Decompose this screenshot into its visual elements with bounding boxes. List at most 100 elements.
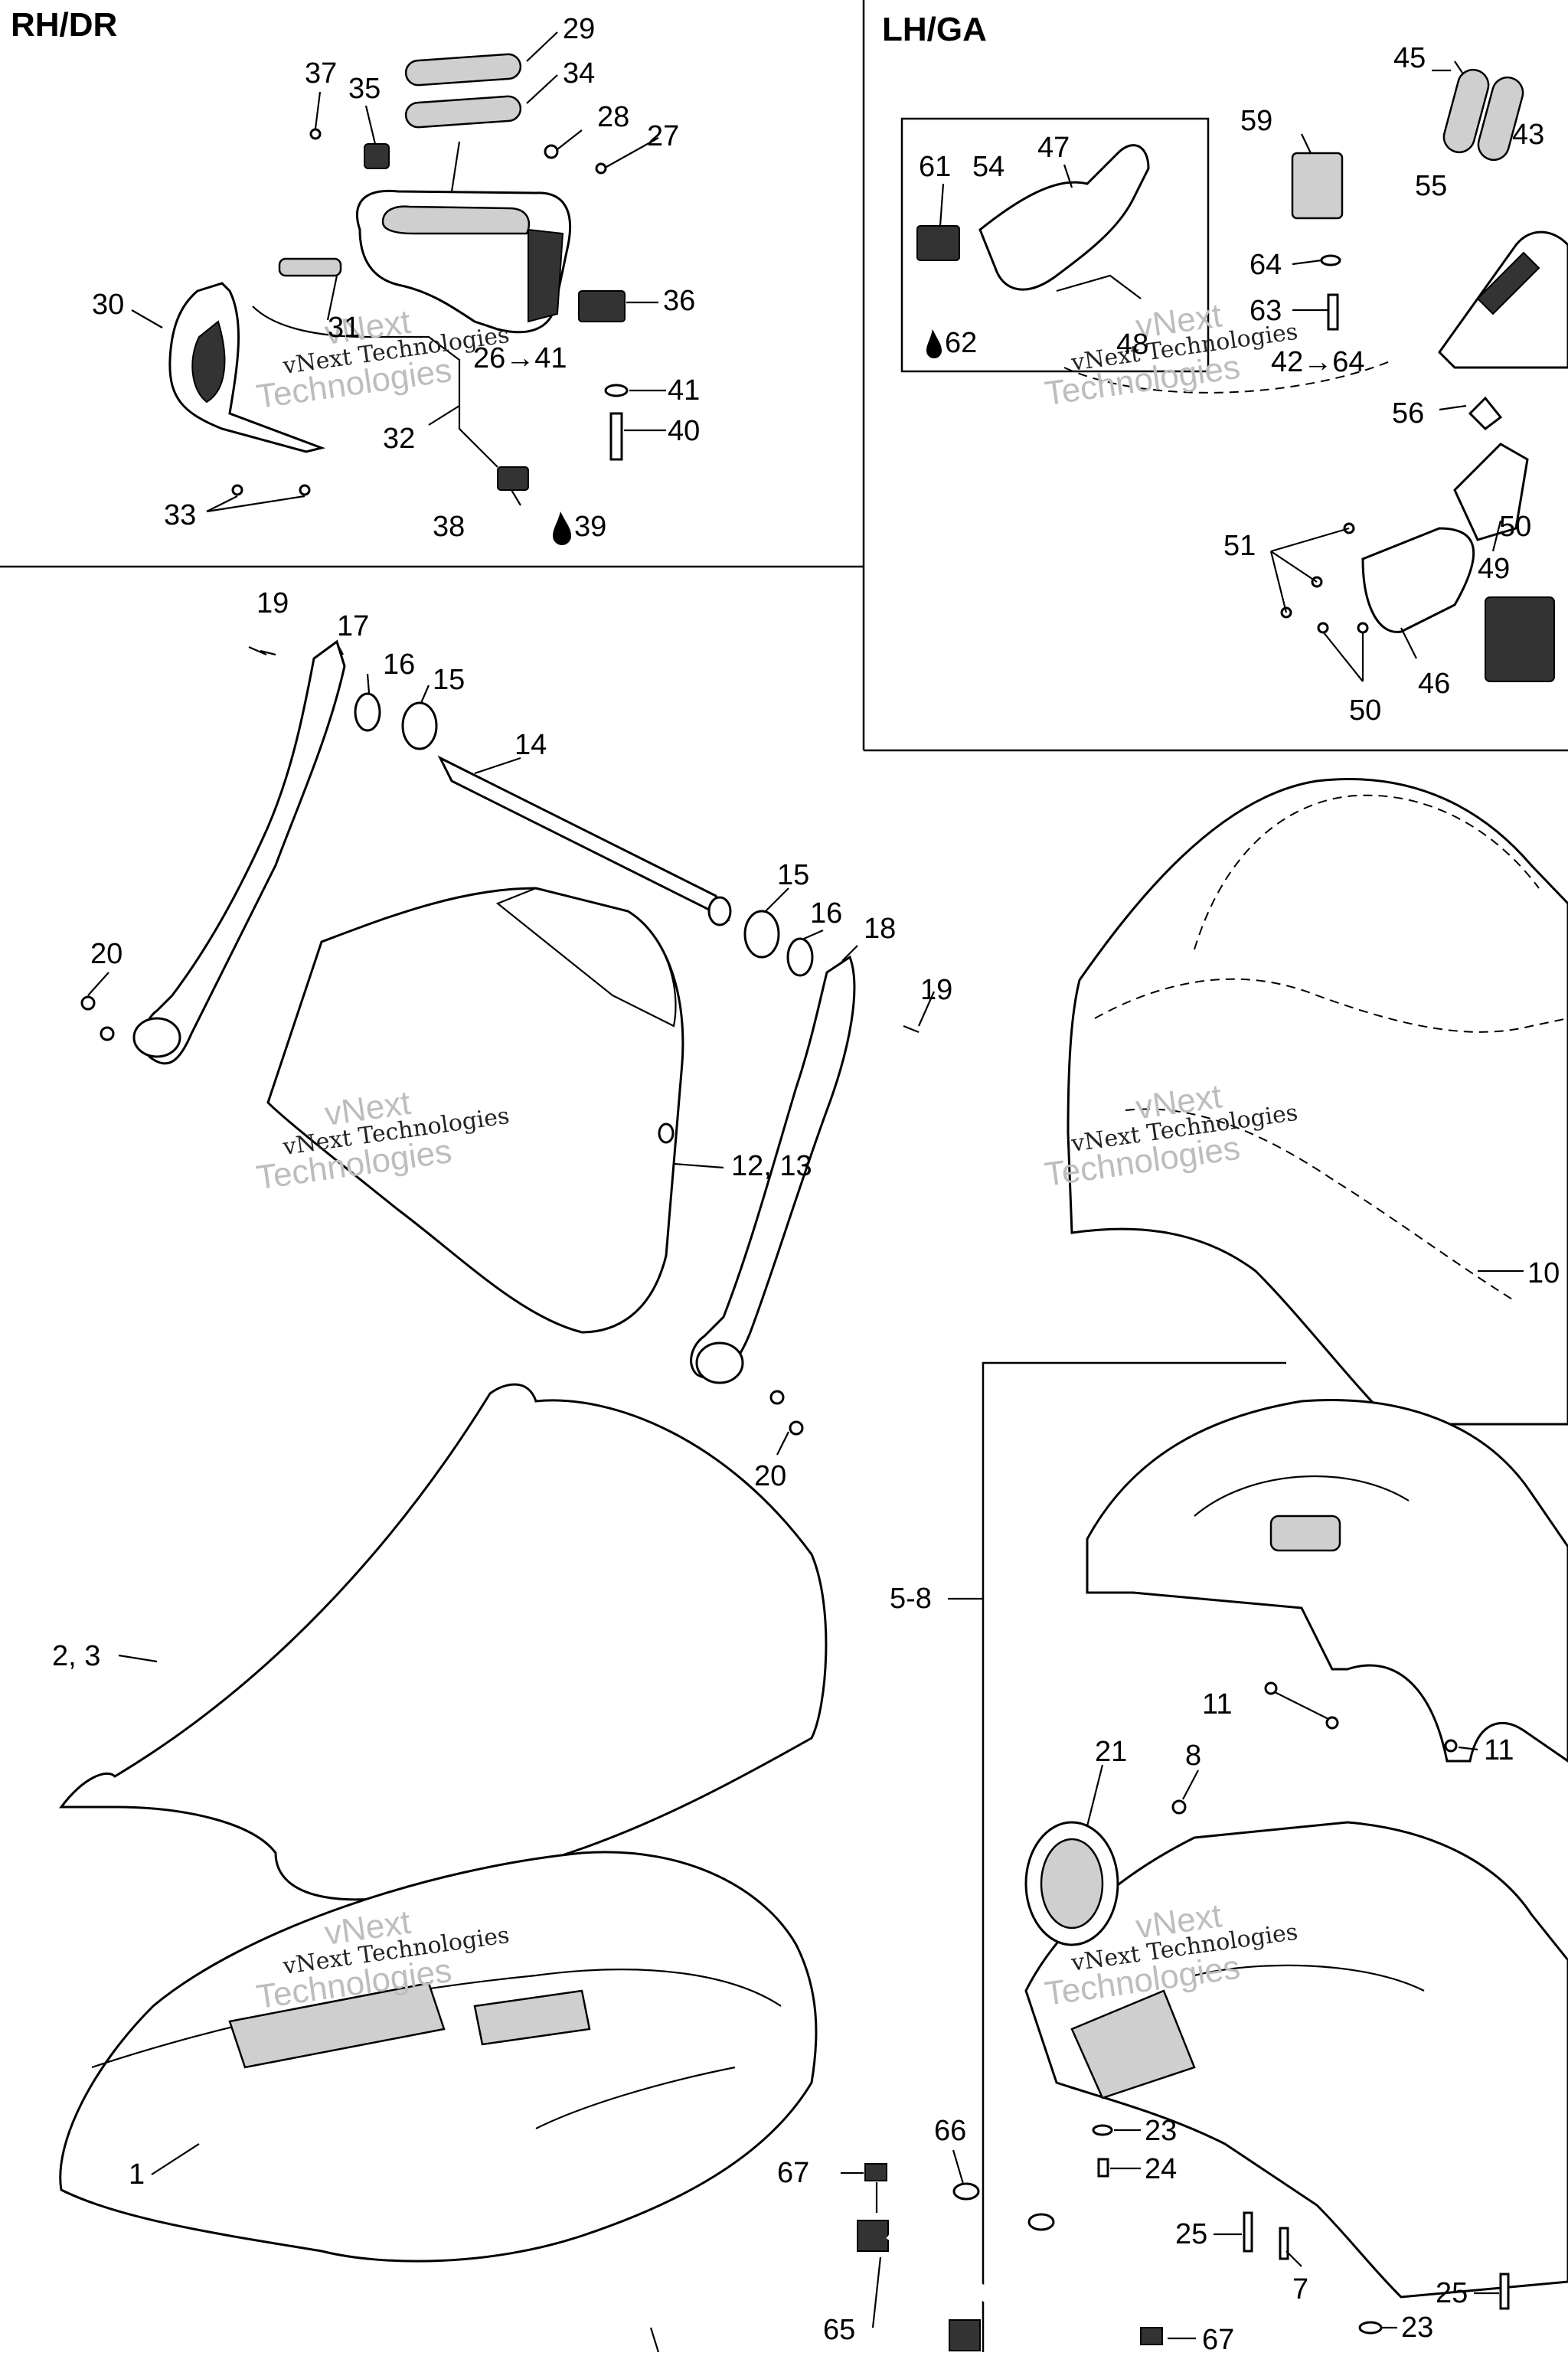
spacer-16b bbox=[786, 937, 814, 977]
seat-frame bbox=[1024, 1821, 1568, 2299]
callout-66: 66 bbox=[934, 2115, 966, 2147]
rh-handle-group bbox=[168, 53, 629, 545]
callout-26-41: 26→41 bbox=[473, 342, 567, 374]
seat-frame-group bbox=[1024, 1799, 1568, 2335]
screw-50a bbox=[1317, 622, 1329, 634]
callout-39: 39 bbox=[574, 511, 606, 543]
callout-36: 36 bbox=[663, 285, 695, 317]
callout-50a: 50 bbox=[1499, 511, 1531, 543]
seat-frame-rail bbox=[1194, 1964, 1425, 1992]
callout-19a: 19 bbox=[256, 587, 289, 619]
washer-15b bbox=[743, 910, 780, 959]
connector-65a bbox=[857, 2220, 889, 2252]
callout-20a: 20 bbox=[90, 938, 122, 970]
callout-51: 51 bbox=[1223, 530, 1256, 562]
callout-48: 48 bbox=[1116, 328, 1148, 361]
callout-10: 10 bbox=[1527, 1257, 1560, 1289]
callout-16a: 16 bbox=[383, 649, 415, 681]
emblem-35 bbox=[364, 143, 390, 169]
backrest-group bbox=[80, 639, 920, 1436]
bracket-49 bbox=[1453, 443, 1529, 541]
screw-50b bbox=[1357, 622, 1369, 634]
handle-opening bbox=[381, 205, 531, 235]
callout-28: 28 bbox=[597, 101, 629, 133]
callout-47: 47 bbox=[1037, 132, 1070, 164]
washer-15a bbox=[401, 701, 438, 750]
cover-46 bbox=[1361, 527, 1475, 633]
callout-40: 40 bbox=[668, 415, 700, 447]
callout-43: 43 bbox=[1512, 119, 1544, 151]
callout-67a: 67 bbox=[777, 2157, 809, 2189]
spacer-16a bbox=[354, 692, 381, 732]
washer-41 bbox=[604, 384, 629, 397]
callout-41: 41 bbox=[668, 374, 700, 407]
callout-45: 45 bbox=[1393, 42, 1426, 74]
callout-46: 46 bbox=[1418, 668, 1450, 700]
bracket-18-eye bbox=[695, 1341, 744, 1384]
callout-16b: 16 bbox=[810, 897, 842, 930]
harness-route bbox=[1063, 359, 1394, 394]
callout-55: 55 bbox=[1415, 170, 1447, 202]
callout-15b: 15 bbox=[777, 859, 809, 891]
washer-23a bbox=[1092, 2124, 1113, 2136]
callout-11b: 11 bbox=[1484, 1734, 1514, 1766]
callout-35: 35 bbox=[348, 73, 381, 105]
callout-67b: 67 bbox=[1202, 2324, 1234, 2352]
callout-65: 65 bbox=[823, 2314, 855, 2346]
seat-base-1 bbox=[59, 1851, 818, 2263]
seat-10-seam-1 bbox=[1094, 978, 1568, 1033]
screw-20a bbox=[80, 995, 96, 1011]
callout-17: 17 bbox=[337, 610, 369, 642]
screw-11b bbox=[1325, 1716, 1339, 1730]
callout-25a: 25 bbox=[1175, 2218, 1207, 2250]
leader-lines bbox=[87, 31, 1502, 2340]
trim-56 bbox=[1468, 396, 1503, 430]
harness-65-inner bbox=[886, 2233, 1060, 2354]
bracket-17-eye bbox=[132, 1017, 181, 1058]
clip-67b bbox=[1140, 2327, 1163, 2345]
callout-42-64: 42→64 bbox=[1271, 346, 1365, 378]
seat-base-group bbox=[1086, 1399, 1568, 1763]
seat-10-group bbox=[1067, 778, 1568, 1426]
screw-33b bbox=[299, 484, 311, 496]
screw-11c bbox=[1444, 1739, 1458, 1753]
callout-23a: 23 bbox=[1145, 2115, 1177, 2147]
lh-handle-group bbox=[916, 68, 1568, 682]
screw-19a bbox=[248, 645, 267, 656]
grip-29 bbox=[404, 53, 522, 87]
backrest-top-panel bbox=[495, 887, 677, 1028]
seat-base-bracket-line bbox=[982, 1361, 1286, 2352]
callout-49: 49 bbox=[1478, 553, 1510, 585]
callout-24: 24 bbox=[1145, 2153, 1177, 2185]
callout-12-13: 12, 13 bbox=[731, 1150, 812, 1182]
seat-base-5-8 bbox=[1086, 1399, 1568, 1763]
callout-7: 7 bbox=[1292, 2273, 1308, 2305]
seat-base-recess bbox=[1269, 1515, 1341, 1552]
tie-66b bbox=[1027, 2213, 1055, 2231]
cover-opening bbox=[191, 320, 226, 404]
cap-21-inner bbox=[1040, 1838, 1104, 1930]
screw-37 bbox=[309, 128, 322, 140]
callout-63: 63 bbox=[1250, 295, 1282, 327]
callout-62: 62 bbox=[945, 327, 977, 359]
screw-8 bbox=[1171, 1799, 1187, 1815]
bolt-24 bbox=[1097, 2158, 1109, 2178]
callout-labels: 29 34 37 35 28 27 30 31 26→41 36 41 40 3… bbox=[52, 13, 1560, 2356]
backrest-hole bbox=[658, 1122, 675, 1144]
harness-inset-box bbox=[900, 117, 1210, 373]
seat-base-1-panel-a bbox=[228, 1982, 446, 2069]
callout-14: 14 bbox=[514, 729, 547, 761]
callout-34: 34 bbox=[563, 57, 595, 90]
seat-10-seam-3 bbox=[1125, 1108, 1517, 1302]
callout-50b: 50 bbox=[1349, 694, 1381, 727]
arrow-grip bbox=[450, 141, 461, 192]
callout-21: 21 bbox=[1095, 1736, 1127, 1768]
screw-19b bbox=[903, 1024, 920, 1034]
connector-65b bbox=[949, 2319, 981, 2351]
section-title-rh: RH/DR bbox=[11, 6, 118, 44]
handle-heater-pad bbox=[528, 228, 564, 323]
callout-8: 8 bbox=[1185, 1740, 1201, 1772]
grip-55 bbox=[1477, 76, 1524, 162]
